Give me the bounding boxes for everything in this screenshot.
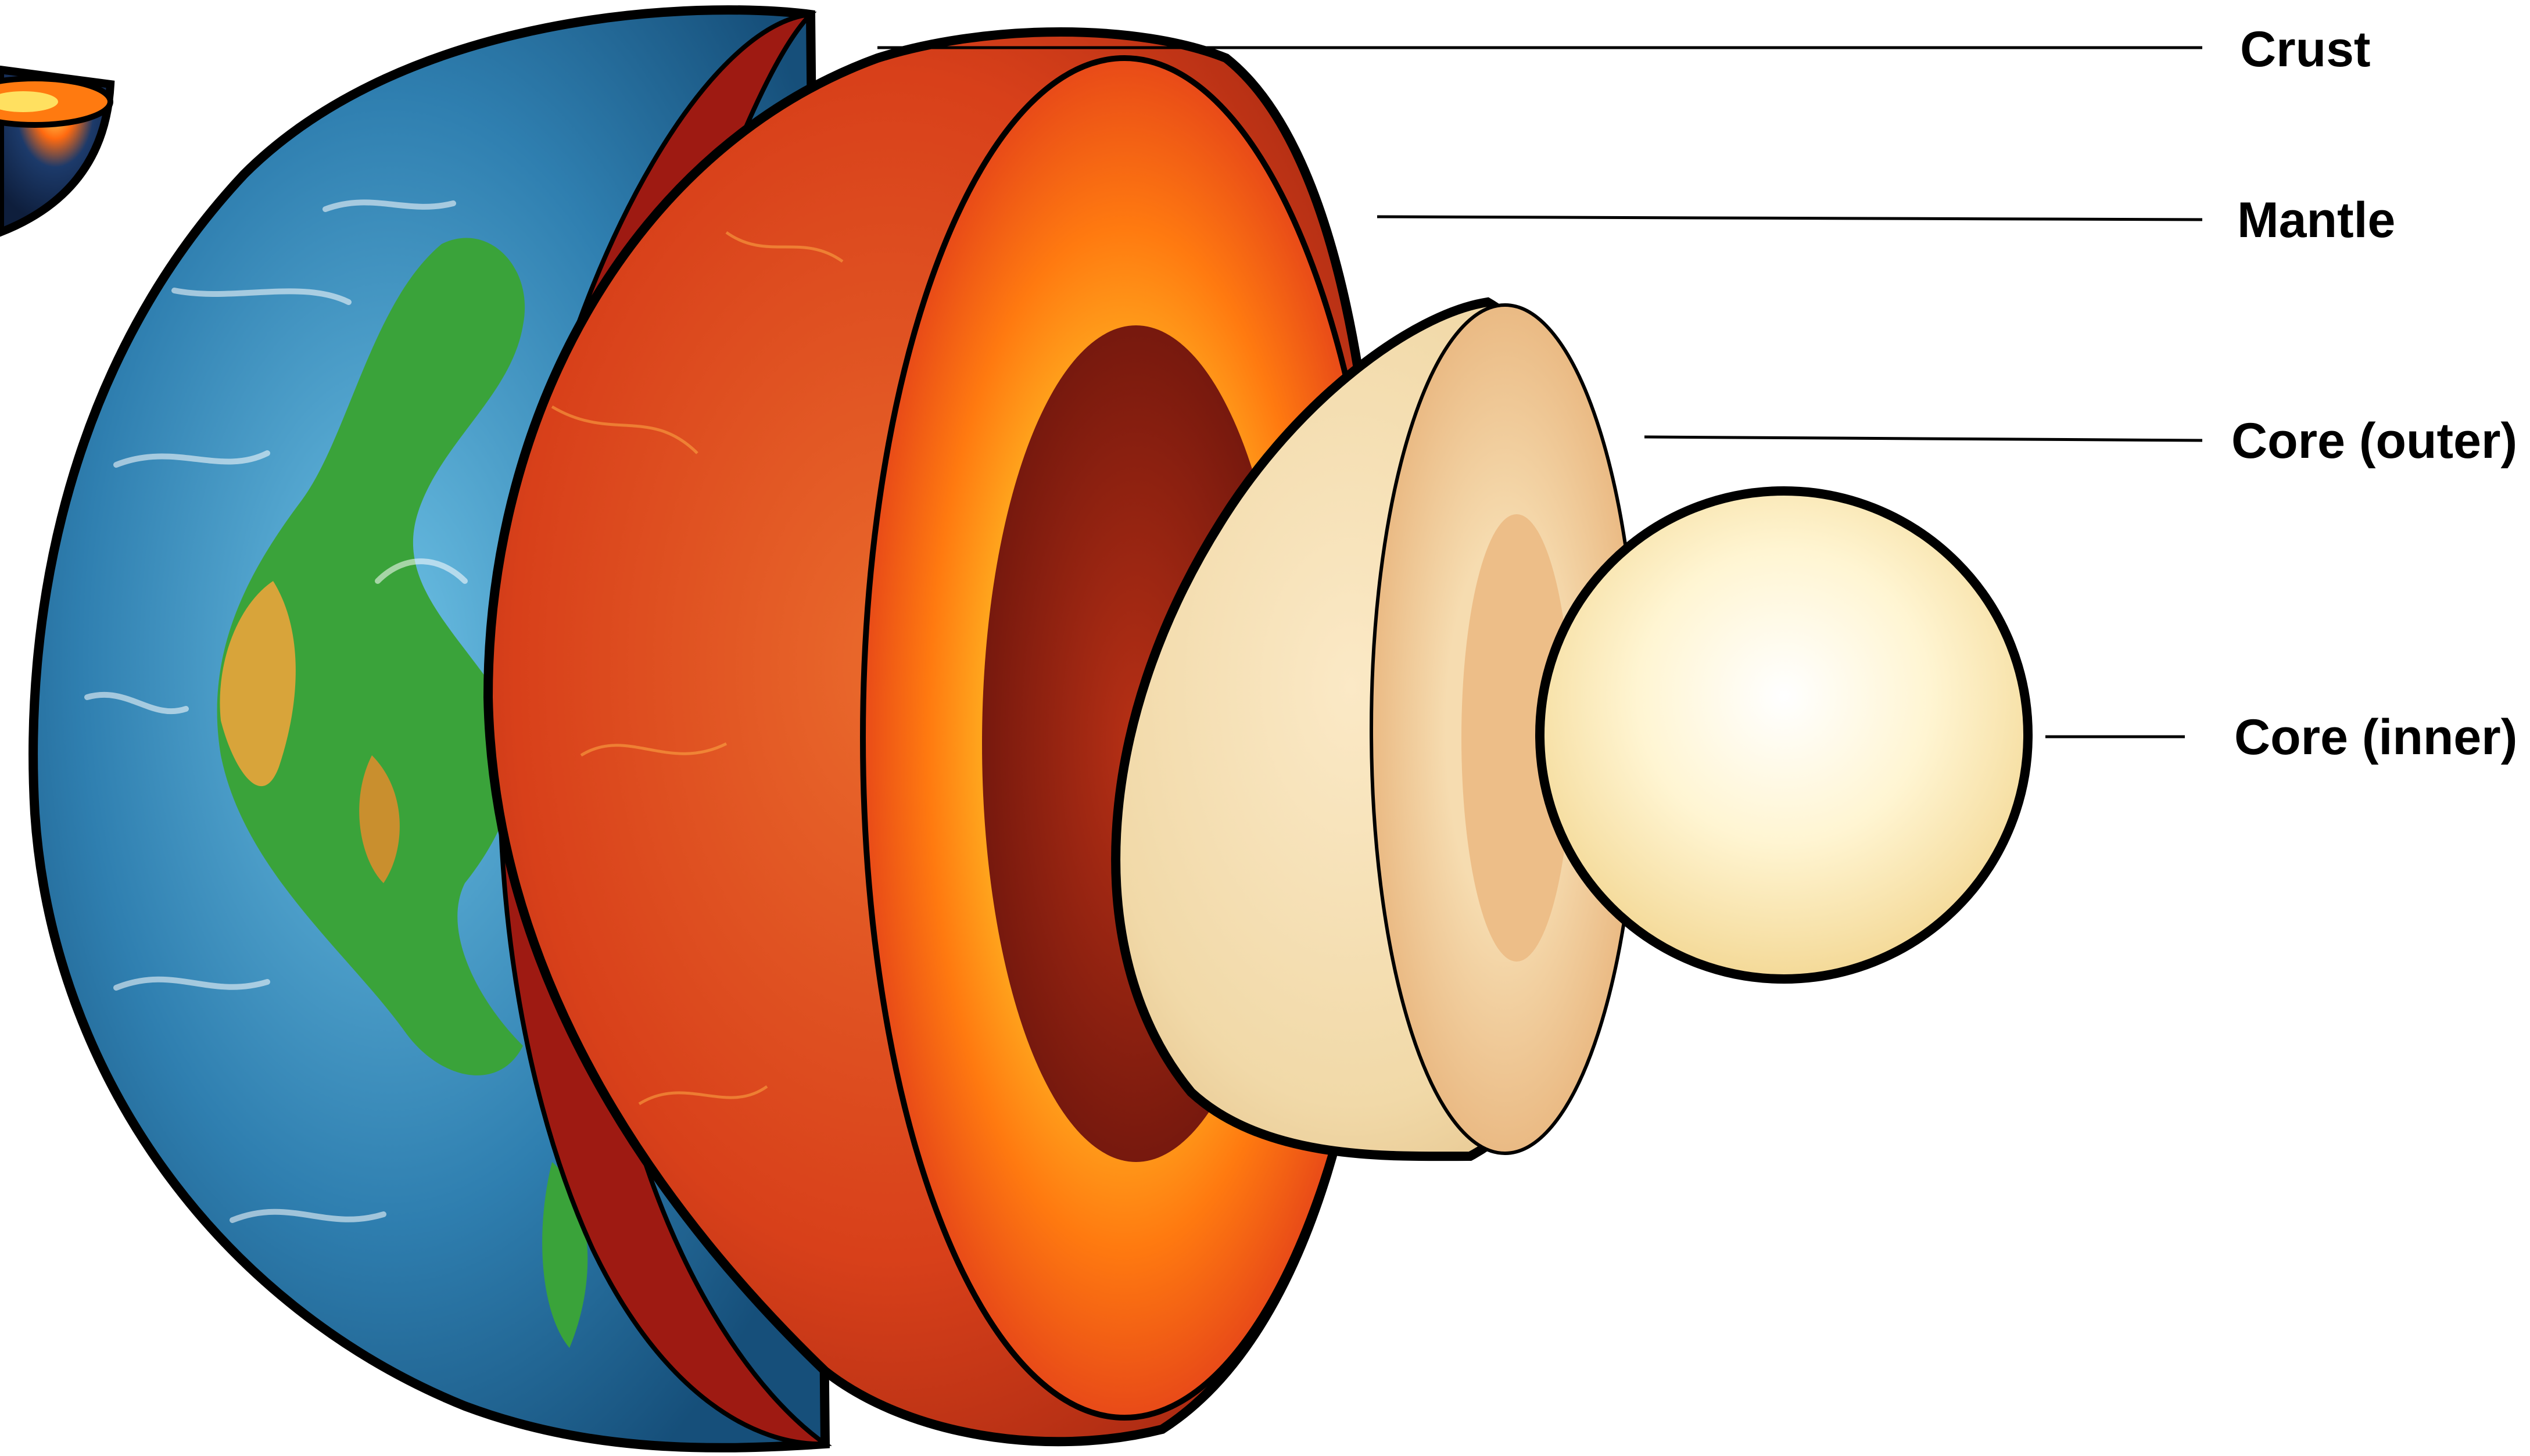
small-globe-thumbnail — [0, 65, 115, 237]
core-outer-label: Core (outer) — [2231, 413, 2517, 469]
mantle-label: Mantle — [2237, 192, 2395, 248]
core-inner-label: Core (inner) — [2234, 709, 2517, 765]
continent-landmass — [217, 238, 525, 1075]
inner-core-sphere — [1535, 486, 2033, 984]
crust-label: Crust — [2240, 21, 2371, 77]
mantle-leader-line — [1377, 215, 2203, 221]
core-outer-leader-line — [1644, 435, 2203, 442]
outer-core-layer — [1111, 297, 1644, 1161]
